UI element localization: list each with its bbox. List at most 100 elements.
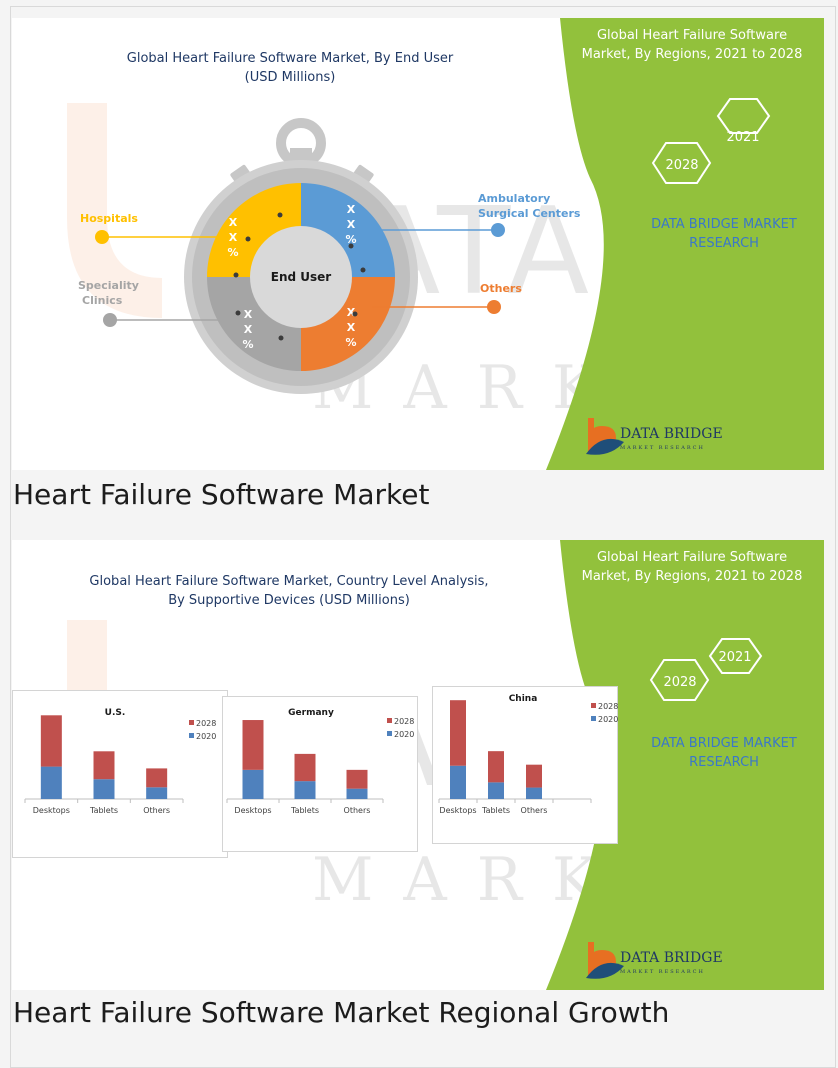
legend-swatch-2028 bbox=[189, 720, 194, 725]
x-tick-label-desktops: Desktops bbox=[33, 806, 70, 815]
hexagon-2028-label: 2028 bbox=[665, 158, 698, 173]
bar-2020-tablets bbox=[294, 781, 316, 799]
legend-swatch-2020 bbox=[387, 731, 392, 736]
mini-chart-title: China bbox=[509, 694, 538, 704]
chart-title-line1: Global Heart Failure Software Market, By… bbox=[127, 51, 454, 66]
hexagon-2021 bbox=[708, 638, 763, 674]
china-stacked-bar-chart: Desktops Tablets Others China 2028 2020 bbox=[438, 694, 618, 815]
hexagon-2028 bbox=[649, 659, 710, 701]
donut-center-label: End User bbox=[271, 270, 332, 284]
mini-chart-title: U.S. bbox=[105, 708, 126, 718]
x-tick-label-others: Others bbox=[344, 806, 371, 815]
hexagon-2021-label: 2021 bbox=[726, 130, 759, 145]
bar-2020-others bbox=[346, 788, 368, 799]
end-user-infographic-svg: DATA BRIDGE MARKET RESEARCH Global Heart… bbox=[67, 18, 824, 470]
value-x1: X bbox=[347, 203, 356, 216]
value-pct: % bbox=[345, 233, 356, 246]
segment-value-ambulatory: X X % bbox=[345, 203, 356, 246]
legend-speciality-label-1: Speciality bbox=[78, 279, 139, 292]
value-x2: X bbox=[229, 231, 238, 244]
logo-text: DATA BRIDGE bbox=[620, 426, 723, 442]
bar-2020-desktops bbox=[242, 769, 264, 799]
logo: DATA BRIDGE MARKET RESEARCH bbox=[586, 942, 723, 979]
segment-value-hospitals: X X % bbox=[227, 216, 238, 259]
regional-infographic: DATA BRIDGE MARKET RESEARCH Global Heart… bbox=[12, 540, 824, 990]
bar-2028-desktops bbox=[40, 715, 62, 767]
chart-title-line2: By Supportive Devices (USD Millions) bbox=[168, 593, 410, 608]
region-title-line2: Market, By Regions, 2021 to 2028 bbox=[582, 47, 803, 62]
mini-chart-title: Germany bbox=[288, 708, 334, 718]
caption-market: Heart Failure Software Market bbox=[13, 478, 430, 511]
value-pct: % bbox=[345, 336, 356, 349]
hexagon-2028-label: 2028 bbox=[663, 675, 696, 690]
legend-label-2028: 2028 bbox=[196, 719, 216, 728]
legend-speciality-label-2: Clinics bbox=[82, 294, 123, 307]
legend-label-2028: 2028 bbox=[598, 702, 618, 711]
bar-2028-tablets bbox=[294, 753, 316, 782]
segment-value-others: X X % bbox=[345, 306, 356, 349]
bar-2028-tablets bbox=[93, 751, 115, 780]
x-tick-label-tablets: Tablets bbox=[481, 806, 510, 815]
dbmr-line1: DATA BRIDGE MARKET bbox=[651, 736, 797, 751]
x-tick-label-tablets: Tablets bbox=[89, 806, 118, 815]
decorative-dots bbox=[233, 212, 366, 341]
region-sidebar bbox=[546, 540, 824, 990]
segment-value-speciality: X X % bbox=[242, 308, 253, 351]
dbmr-line1: DATA BRIDGE MARKET bbox=[651, 217, 797, 232]
region-sidebar bbox=[546, 18, 824, 470]
value-x1: X bbox=[229, 216, 238, 229]
dbmr-line2: RESEARCH bbox=[689, 236, 759, 251]
bar-2020-desktops bbox=[450, 765, 466, 799]
end-user-infographic: DATA BRIDGE MARKET RESEARCH Global Heart… bbox=[12, 18, 824, 470]
caption-regional-growth: Heart Failure Software Market Regional G… bbox=[13, 996, 670, 1029]
value-x2: X bbox=[347, 218, 356, 231]
us-stacked-bar-chart: Desktops Tablets Others U.S. 2028 2020 bbox=[24, 708, 216, 815]
legend-label-2020: 2020 bbox=[598, 715, 618, 724]
region-title-line2: Market, By Regions, 2021 to 2028 bbox=[582, 569, 803, 584]
legend-swatch-2020 bbox=[591, 716, 596, 721]
hexagon-2028 bbox=[651, 142, 712, 184]
us-chart-box: Desktops Tablets Others U.S. 2028 2020 bbox=[12, 690, 228, 858]
region-title-line1: Global Heart Failure Software bbox=[597, 550, 787, 565]
chart-title-line2: (USD Millions) bbox=[245, 70, 336, 85]
value-x2: X bbox=[244, 323, 253, 336]
bar-2028-tablets bbox=[488, 751, 504, 783]
value-x1: X bbox=[244, 308, 253, 321]
bar-2028-desktops bbox=[242, 720, 264, 770]
legend-others-label: Others bbox=[480, 282, 522, 295]
china-chart-box: Desktops Tablets Others China 2028 2020 bbox=[432, 686, 618, 844]
x-tick-label-others: Others bbox=[521, 806, 548, 815]
legend-label-2020: 2020 bbox=[394, 730, 414, 739]
bar-2020-others bbox=[526, 787, 542, 799]
legend-others: Others bbox=[372, 282, 522, 314]
donut-center bbox=[250, 226, 352, 328]
bar-2028-desktops bbox=[450, 700, 466, 766]
bar-2028-others bbox=[146, 768, 168, 788]
x-tick-label-others: Others bbox=[143, 806, 170, 815]
bar-2020-others bbox=[146, 787, 168, 799]
logo-subtext: MARKET RESEARCH bbox=[620, 445, 705, 451]
legend-ambulatory: Ambulatory Surgical Centers bbox=[380, 192, 581, 237]
legend-speciality: Speciality Clinics bbox=[78, 279, 222, 327]
logo-subtext: MARKET RESEARCH bbox=[620, 969, 705, 975]
legend-ambulatory-label-1: Ambulatory bbox=[478, 192, 550, 205]
value-pct: % bbox=[227, 246, 238, 259]
legend-ambulatory-label-2: Surgical Centers bbox=[478, 207, 581, 220]
hexagon-2021 bbox=[716, 98, 771, 134]
logo: DATA BRIDGE MARKET RESEARCH bbox=[586, 418, 723, 455]
x-tick-label-desktops: Desktops bbox=[439, 806, 476, 815]
legend-hospitals: Hospitals bbox=[80, 212, 224, 244]
logo-text: DATA BRIDGE bbox=[620, 950, 723, 966]
value-x2: X bbox=[347, 321, 356, 334]
legend-label-2020: 2020 bbox=[196, 732, 216, 741]
legend-label-2028: 2028 bbox=[394, 717, 414, 726]
bar-2028-others bbox=[346, 769, 368, 789]
legend-hospitals-label: Hospitals bbox=[80, 212, 138, 225]
hexagon-2021-label: 2021 bbox=[718, 650, 751, 665]
bar-2020-tablets bbox=[93, 779, 115, 799]
legend-swatch-2028 bbox=[591, 703, 596, 708]
region-title-line1: Global Heart Failure Software bbox=[597, 28, 787, 43]
x-tick-label-tablets: Tablets bbox=[290, 806, 319, 815]
